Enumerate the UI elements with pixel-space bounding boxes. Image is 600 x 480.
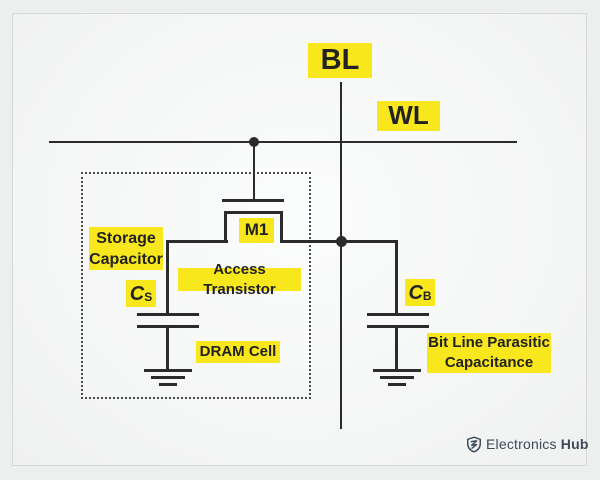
word-line [49, 141, 517, 143]
bit-line-label: BL [308, 43, 372, 78]
storage-cap-top-plate [137, 313, 199, 316]
gate-bar [222, 199, 284, 202]
bitline-cap-top-plate [367, 313, 429, 316]
storage-ground-bar-2 [151, 376, 185, 379]
shield-z-icon [466, 435, 482, 453]
brand-text-regular: Electronics [486, 436, 557, 452]
transistor-m1-label: M1 [239, 218, 274, 243]
storage-capacitor-label: Storage Capacitor [89, 227, 163, 270]
storage-cap-bottom-plate [137, 325, 199, 328]
bitline-ground-bar-1 [373, 369, 421, 372]
dram-cell-label: DRAM Cell [196, 341, 280, 363]
transistor-channel-right [280, 211, 283, 243]
bitline-ground-bar-2 [380, 376, 414, 379]
brand-logo: Electronics Hub [466, 435, 589, 453]
transistor-channel-top [224, 211, 283, 214]
drain-wire [281, 240, 398, 243]
storage-ground-bar-1 [144, 369, 192, 372]
storage-ground-bar-3 [159, 383, 177, 386]
bitline-parasitic-label: Bit Line Parasitic Capacitance [427, 333, 551, 373]
source-wire [167, 240, 228, 243]
dram-cell-dotted-box [81, 172, 311, 399]
bitline-parasitic-label-line2: Capacitance [444, 354, 534, 371]
bitline-cap-ground-wire [395, 328, 398, 371]
brand-text-bold: Hub [560, 436, 589, 452]
word-line-label: WL [377, 100, 440, 131]
transistor-channel-left [224, 211, 227, 243]
gate-wire [253, 142, 255, 200]
storage-capacitor-label-line2: Capacitor [89, 250, 163, 268]
access-transistor-label: Access Transistor [178, 261, 301, 298]
bitline-cap-bottom-plate [367, 325, 429, 328]
bitline-cap-symbol-letter: C [408, 281, 423, 304]
bitline-parasitic-label-line1: Bit Line Parasitic [428, 334, 550, 351]
bit-line [340, 82, 342, 429]
storage-cap-top-wire [166, 240, 169, 313]
bitline-ground-bar-3 [388, 383, 406, 386]
storage-cap-symbol-subscript: S [144, 290, 153, 305]
bitline-cap-top-wire [395, 240, 398, 313]
brand-text: Electronics Hub [486, 436, 589, 452]
storage-cap-ground-wire [166, 328, 169, 371]
storage-cap-symbol-letter: C [129, 282, 145, 305]
storage-capacitor-label-line1: Storage [96, 229, 156, 247]
bitline-cap-symbol-subscript: B [422, 289, 432, 304]
